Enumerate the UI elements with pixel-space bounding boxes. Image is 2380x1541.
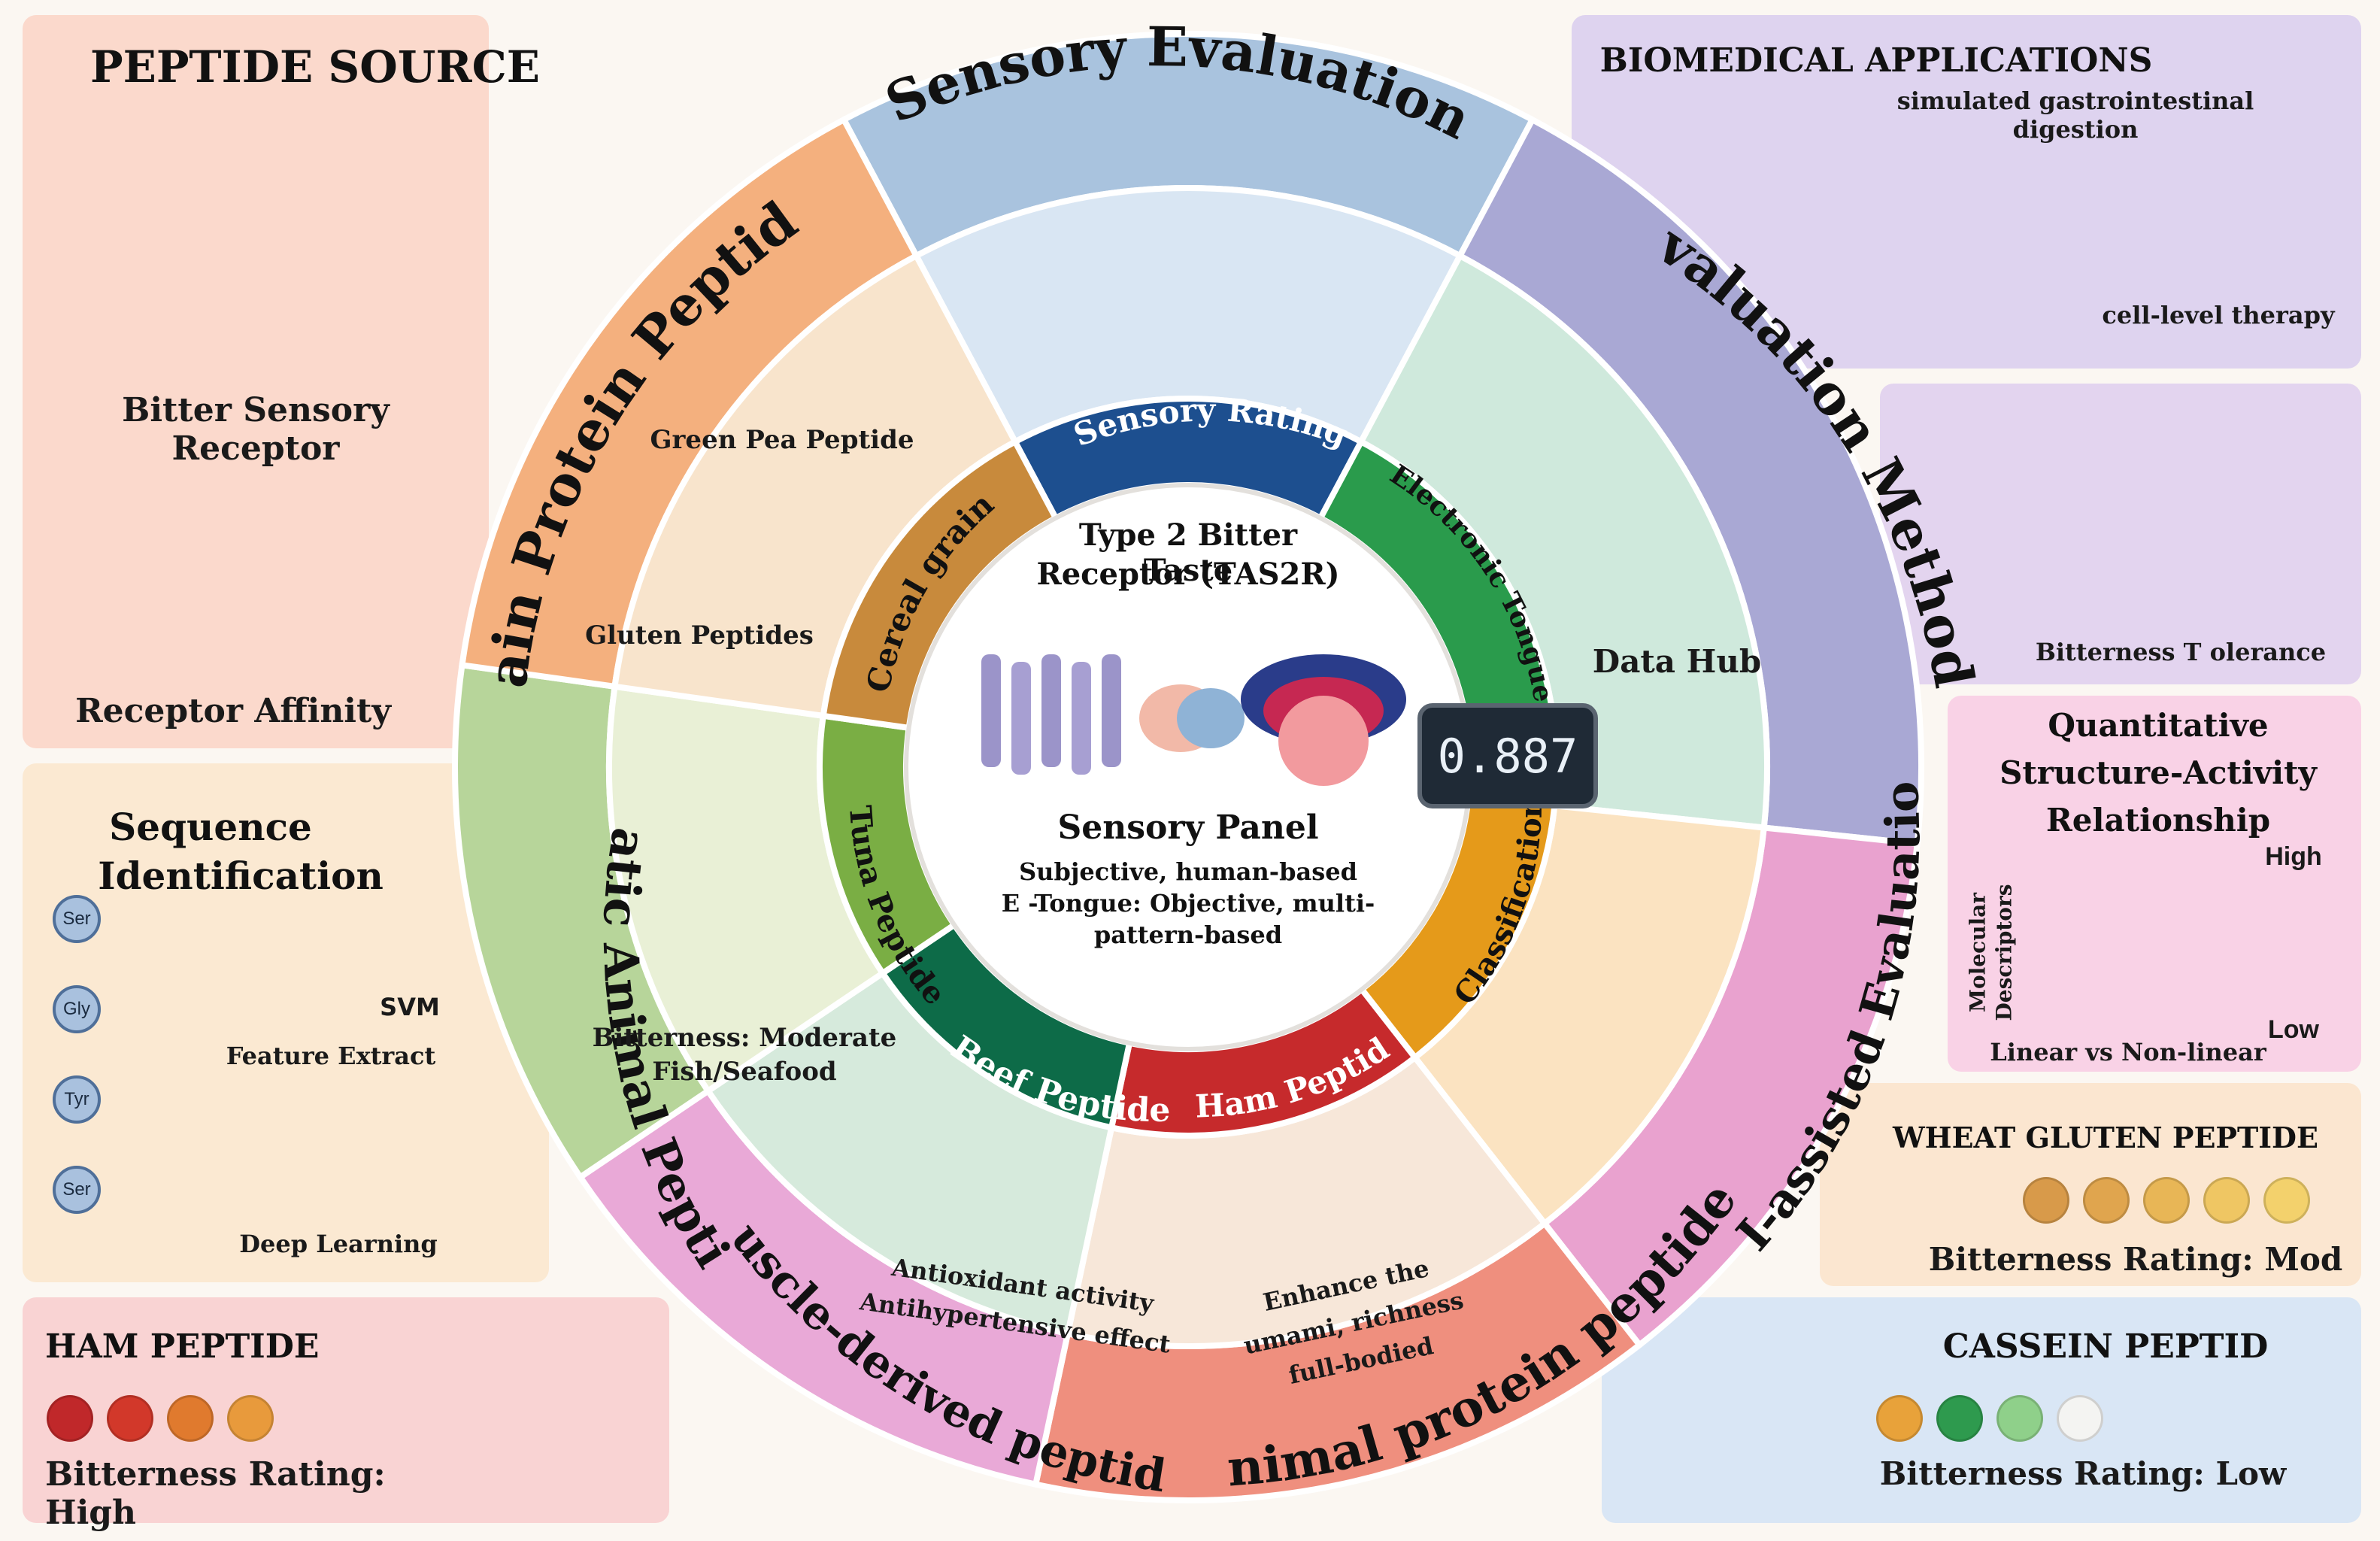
biomedical-title: BIOMEDICAL APPLICATIONS bbox=[1599, 41, 2153, 80]
tongue-icon bbox=[1241, 654, 1406, 786]
green-pea-label: Green Pea Peptide bbox=[650, 425, 914, 455]
bitterness-moderate-line2: Fish/Seafood bbox=[652, 1057, 837, 1087]
ham-rating: Bitterness Rating: High bbox=[45, 1455, 386, 1532]
sequence-title-line1: Sequence bbox=[109, 805, 312, 849]
rating-dot bbox=[2057, 1395, 2103, 1442]
rating-dot bbox=[167, 1395, 214, 1442]
peptide-source-title: PEPTIDE SOURCE bbox=[90, 41, 540, 93]
feature-extract-label: Feature Extract bbox=[226, 1042, 436, 1070]
center-line3: pattern-based bbox=[1093, 921, 1283, 949]
center-title-line2: Receptor (TAS2R) bbox=[1036, 557, 1340, 592]
gluten-label: Gluten Peptides bbox=[585, 620, 814, 651]
peptide-source-panel bbox=[23, 15, 489, 748]
rating-dot bbox=[2263, 1177, 2310, 1224]
rating-dot bbox=[227, 1395, 274, 1442]
middle-ring bbox=[606, 185, 1770, 1349]
rating-dot bbox=[2203, 1177, 2250, 1224]
residue-node: Gly bbox=[53, 985, 101, 1033]
residue-node: Ser bbox=[53, 1166, 101, 1214]
bitterness-moderate-line1: Bitterness: Moderate bbox=[592, 1023, 897, 1053]
cassein-rating: Bitterness Rating: Low bbox=[1879, 1455, 2287, 1492]
qsar-ylabel-line1: Molecular bbox=[1965, 892, 1990, 1013]
qsar-ylabel-line2: Descriptors bbox=[1991, 884, 2017, 1021]
cell-therapy-label: cell-level therapy bbox=[2102, 301, 2335, 329]
rating-dot bbox=[1936, 1395, 1983, 1442]
center-title-line1: Type 2 Bitter Taste bbox=[1078, 517, 1298, 588]
rating-dot bbox=[1996, 1395, 2043, 1442]
qsar-xlabel: Linear vs Non-linear bbox=[1990, 1038, 2266, 1066]
wheat-title: WHEAT GLUTEN PEPTIDE bbox=[1893, 1121, 2318, 1154]
ham-title: HAM PEPTIDE bbox=[45, 1327, 320, 1366]
rating-dot bbox=[107, 1395, 153, 1442]
bitter-receptor-label: Bitter Sensory Receptor bbox=[122, 391, 390, 468]
receptor-affinity-label: Receptor Affinity bbox=[75, 692, 391, 730]
tolerance-panel bbox=[1880, 384, 2361, 684]
svm-label: SVM bbox=[380, 993, 440, 1021]
residue-node: Tyr bbox=[53, 1075, 101, 1124]
qsar-low-label: Low bbox=[2268, 1015, 2319, 1044]
wheat-rating: Bitterness Rating: Mod bbox=[1928, 1241, 2343, 1278]
qsar-high-label: High bbox=[2265, 842, 2322, 871]
center-line2: E -Tongue: Objective, multi- bbox=[1001, 889, 1375, 918]
rating-dot bbox=[2083, 1177, 2130, 1224]
data-hub-label: Data Hub bbox=[1592, 643, 1762, 680]
rating-dot bbox=[47, 1395, 93, 1442]
rating-dot bbox=[2023, 1177, 2069, 1224]
qsar-panel bbox=[1948, 696, 2361, 1072]
sensory-panel-label: Sensory Panel bbox=[1057, 808, 1319, 847]
qsar-title-line2: Structure-Activity bbox=[2000, 754, 2317, 791]
gi-digestion-label: simulated gastrointestinal digestion bbox=[1896, 86, 2254, 144]
qsar-title-line1: Quantitative bbox=[2048, 707, 2269, 744]
sequence-title-line2: Identification bbox=[98, 854, 384, 898]
rating-dot bbox=[1876, 1395, 1923, 1442]
brain-icon bbox=[1139, 684, 1245, 752]
receptor-illustration bbox=[981, 654, 1121, 775]
meter-value: 0.887 bbox=[1437, 729, 1578, 784]
rating-dot bbox=[2143, 1177, 2190, 1224]
center-line1: Subjective, human-based bbox=[1019, 857, 1357, 886]
e-tongue-meter: 0.887 bbox=[1417, 703, 1598, 808]
cassein-title: CASSEIN PEPTID bbox=[1942, 1327, 2269, 1366]
bitterness-tolerance-label: Bitterness T olerance bbox=[2035, 638, 2327, 666]
residue-node: Ser bbox=[53, 895, 101, 943]
deep-learning-label: Deep Learning bbox=[239, 1230, 438, 1258]
qsar-title-line3: Relationship bbox=[2045, 802, 2271, 839]
